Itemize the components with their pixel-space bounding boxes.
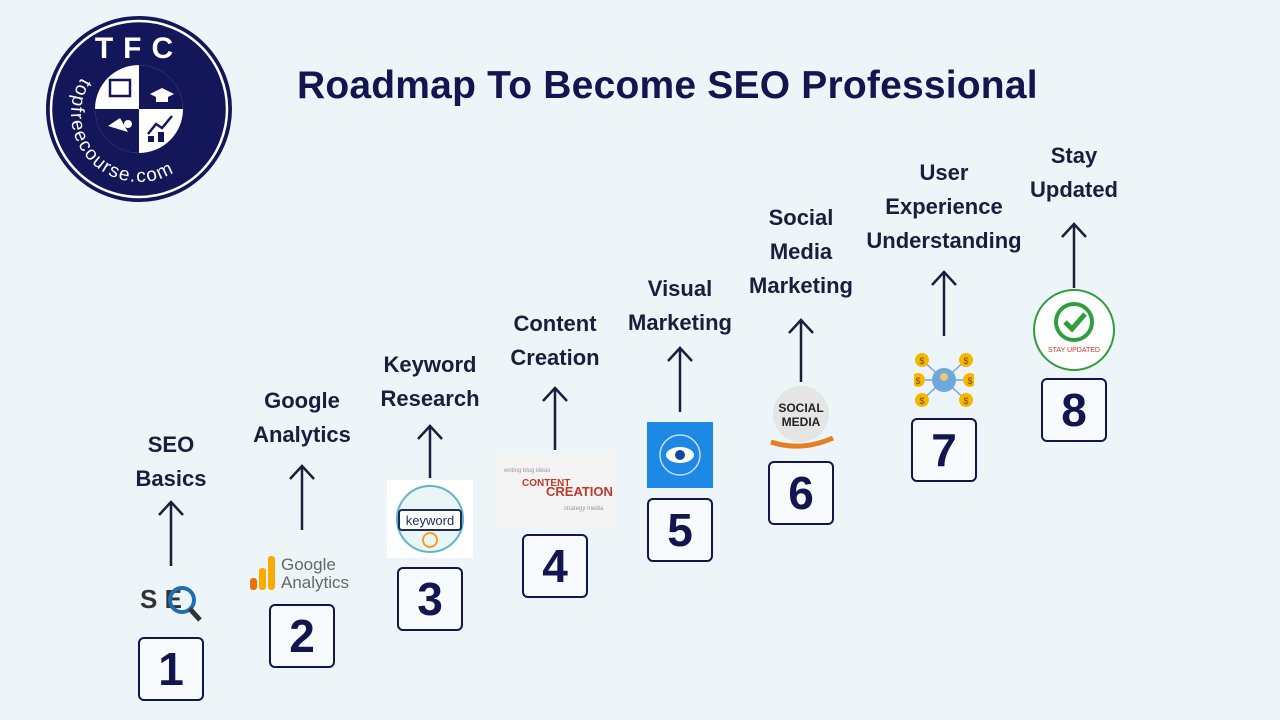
step-number-7: 7 xyxy=(911,418,977,482)
svg-text:Analytics: Analytics xyxy=(281,573,349,592)
up-arrow-icon xyxy=(788,318,814,382)
svg-text:CONTENT: CONTENT xyxy=(522,478,570,489)
page-title: Roadmap To Become SEO Professional xyxy=(297,64,1038,107)
svg-text:$: $ xyxy=(915,376,920,386)
step-icon-4: CONTENT CREATION writing blog ideas stra… xyxy=(494,452,616,531)
keyword-search-icon: keyword xyxy=(387,480,473,558)
step-icon-5 xyxy=(647,422,713,493)
svg-text:MEDIA: MEDIA xyxy=(782,415,821,429)
checkmark-badge-icon: STAY UPDATED xyxy=(1033,289,1115,371)
up-arrow-icon xyxy=(542,386,568,450)
user-network-dollar-icon: $ $ $ $ $ $ xyxy=(911,353,977,407)
svg-text:keyword: keyword xyxy=(406,513,454,528)
svg-text:$: $ xyxy=(963,356,968,366)
seo-magnifier-icon: S E xyxy=(140,584,202,622)
step-number-4: 4 xyxy=(522,534,588,598)
step-icon-2: Google Analytics xyxy=(248,548,356,601)
up-arrow-icon xyxy=(667,346,693,412)
step-number-3: 3 xyxy=(397,567,463,631)
up-arrow-icon xyxy=(158,500,184,566)
social-media-globe-icon: SOCIAL MEDIA xyxy=(770,386,835,449)
content-creation-wordcloud-icon: CONTENT CREATION writing blog ideas stra… xyxy=(494,452,616,526)
tfc-logo: TFC topfreecourse.com xyxy=(44,14,234,204)
up-arrow-icon xyxy=(931,270,957,336)
eye-network-icon xyxy=(647,422,713,488)
step-icon-7: $ $ $ $ $ $ xyxy=(911,350,977,415)
svg-text:Google: Google xyxy=(281,555,336,574)
step-icon-8: STAY UPDATED xyxy=(1032,288,1116,377)
step-label-3: Keyword Research xyxy=(380,352,480,411)
step-number-8: 8 xyxy=(1041,378,1107,442)
step-label-6: Social Media Marketing xyxy=(749,205,853,298)
svg-text:CREATION: CREATION xyxy=(546,484,613,499)
step-label-1: SEO Basics xyxy=(135,432,207,491)
step-label-8: Stay Updated xyxy=(1030,143,1118,202)
svg-text:strategy media: strategy media xyxy=(564,506,604,512)
step-label-2: Google Analytics xyxy=(253,388,351,447)
up-arrow-icon xyxy=(1061,222,1087,288)
step-number-1: 1 xyxy=(138,637,204,701)
up-arrow-icon xyxy=(417,424,443,478)
logo-badge-icon: TFC topfreecourse.com xyxy=(46,16,232,202)
step-number-5: 5 xyxy=(647,498,713,562)
step-icon-1: S E xyxy=(136,570,206,633)
svg-text:$: $ xyxy=(919,356,924,366)
svg-text:writing blog ideas: writing blog ideas xyxy=(503,468,550,474)
step-label-7: User Experience Understanding xyxy=(866,160,1022,253)
up-arrow-icon xyxy=(289,464,315,530)
svg-text:$: $ xyxy=(963,396,968,406)
step-label-5: Visual Marketing xyxy=(628,276,732,335)
step-number-2: 2 xyxy=(269,604,335,668)
svg-text:$: $ xyxy=(919,396,924,406)
logo-initials: TFC xyxy=(95,32,183,65)
svg-text:STAY UPDATED: STAY UPDATED xyxy=(1048,347,1100,354)
svg-text:$: $ xyxy=(967,376,972,386)
step-label-4: Content Creation xyxy=(510,311,600,370)
step-number-6: 6 xyxy=(768,461,834,525)
step-icon-6: SOCIAL MEDIA xyxy=(765,386,837,459)
svg-text:SOCIAL: SOCIAL xyxy=(778,401,823,415)
google-analytics-icon: Google Analytics xyxy=(250,555,349,592)
step-icon-3: keyword xyxy=(387,480,473,563)
